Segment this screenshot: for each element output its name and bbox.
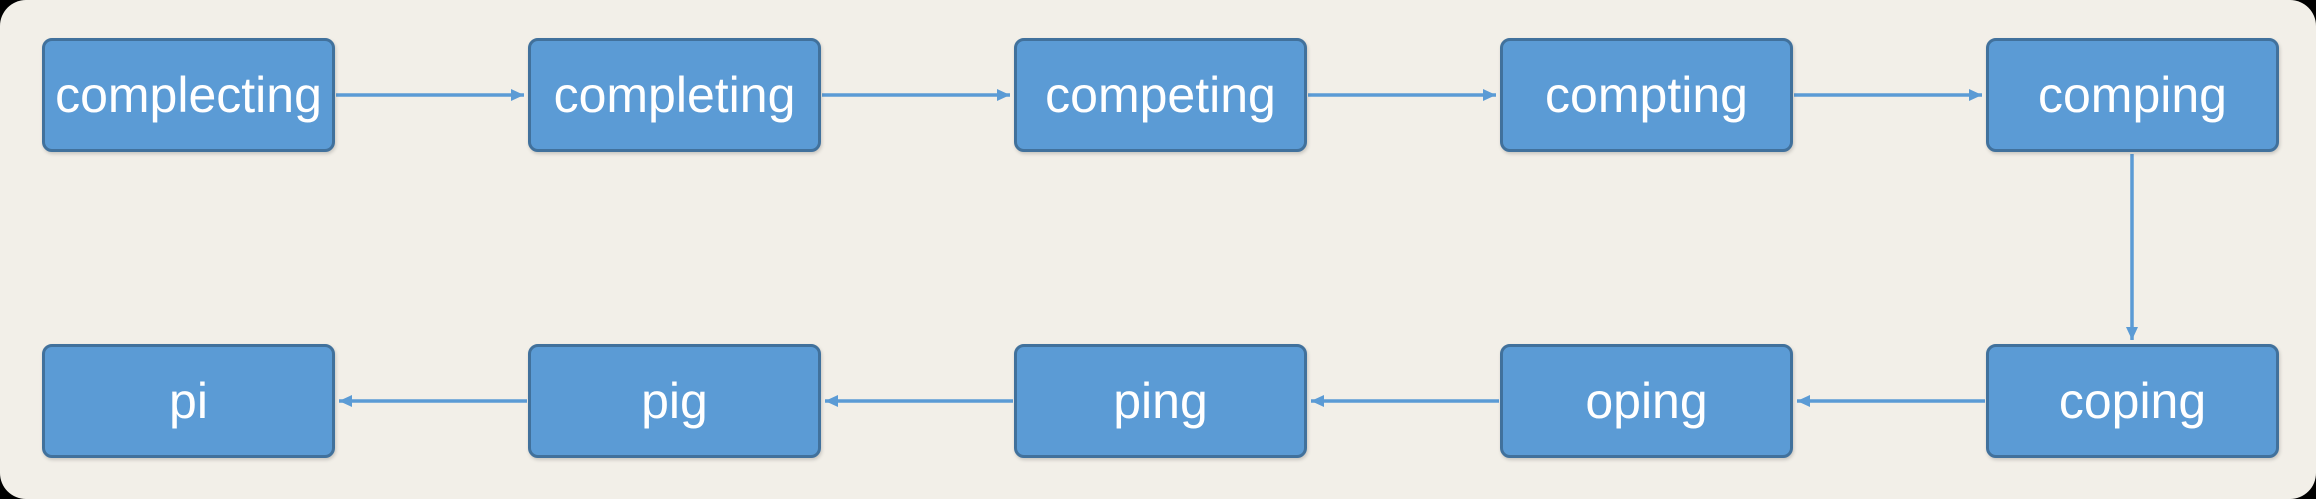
node-coping: coping	[1986, 344, 2279, 458]
node-pig: pig	[528, 344, 821, 458]
node-label: coping	[2058, 373, 2207, 429]
node-completing: completing	[528, 38, 821, 152]
node-oping: oping	[1500, 344, 1793, 458]
node-competing: competing	[1014, 38, 1307, 152]
node-label: oping	[1585, 373, 1708, 429]
node-complecting: complecting	[42, 38, 335, 152]
node-label: comping	[2038, 67, 2227, 123]
node-label: competing	[1045, 67, 1276, 123]
node-label: compting	[1545, 67, 1748, 123]
node-compting: compting	[1500, 38, 1793, 152]
node-ping: ping	[1014, 344, 1307, 458]
node-comping: comping	[1986, 38, 2279, 152]
node-label: completing	[553, 67, 796, 123]
node-label: complecting	[55, 67, 322, 123]
node-label: ping	[1113, 373, 1208, 429]
node-pi: pi	[42, 344, 335, 458]
node-label: pi	[169, 373, 208, 429]
node-label: pig	[641, 373, 708, 429]
